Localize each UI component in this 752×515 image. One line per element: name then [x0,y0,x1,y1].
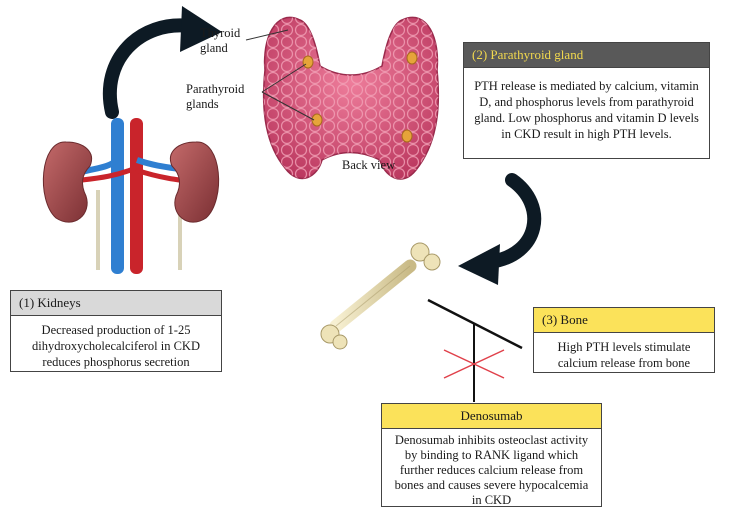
denosumab-heading: Denosumab [382,404,601,429]
parathyroid-gland-heading: (2) Parathyroid gland [464,43,709,68]
kidneys-heading: (1) Kidneys [11,291,221,316]
kidneys-box: (1) Kidneys Decreased production of 1-25… [10,290,222,372]
parathyroid-gland-description: PTH release is mediated by calcium, vita… [474,79,699,141]
bone-box: (3) Bone High PTH levels stimulate calci… [533,307,715,373]
parathyroid-node-icon [406,51,418,65]
leader-lines [245,29,315,121]
kidneys-illustration-icon [42,118,220,274]
thyroid-gland-icon [262,16,440,180]
arrow-parathyroid-to-bone-icon [458,173,542,285]
denosumab-description: Denosumab inhibits osteoclast activity b… [394,433,589,507]
kidneys-description: Decreased production of 1-25 dihydroxych… [31,323,200,369]
thyroid-gland-label: Thyroid gland [200,26,270,56]
parathyroid-node-icon [401,129,413,143]
parathyroid-node-icon [311,113,323,127]
parathyroid-node-icon [302,55,314,69]
parathyroid-gland-box: (2) Parathyroid gland PTH release is med… [463,42,710,159]
parathyroid-glands-label: Parathyroid glands [186,82,264,112]
inhibition-cross-icon [443,349,505,379]
bone-description: High PTH levels stimulate calcium releas… [557,340,691,370]
back-view-label-text: Back view [342,158,396,172]
denosumab-box: Denosumab Denosumab inhibits osteoclast … [381,403,602,507]
seesaw-icon [427,298,523,402]
back-view-label: Back view [342,158,395,173]
parathyroid-glands-label-text: Parathyroid glands [186,82,245,111]
bone-icon [320,242,441,350]
arrow-kidney-to-thyroid-icon [103,6,222,119]
thyroid-gland-label-text: Thyroid gland [200,26,241,55]
bone-heading: (3) Bone [534,308,714,333]
